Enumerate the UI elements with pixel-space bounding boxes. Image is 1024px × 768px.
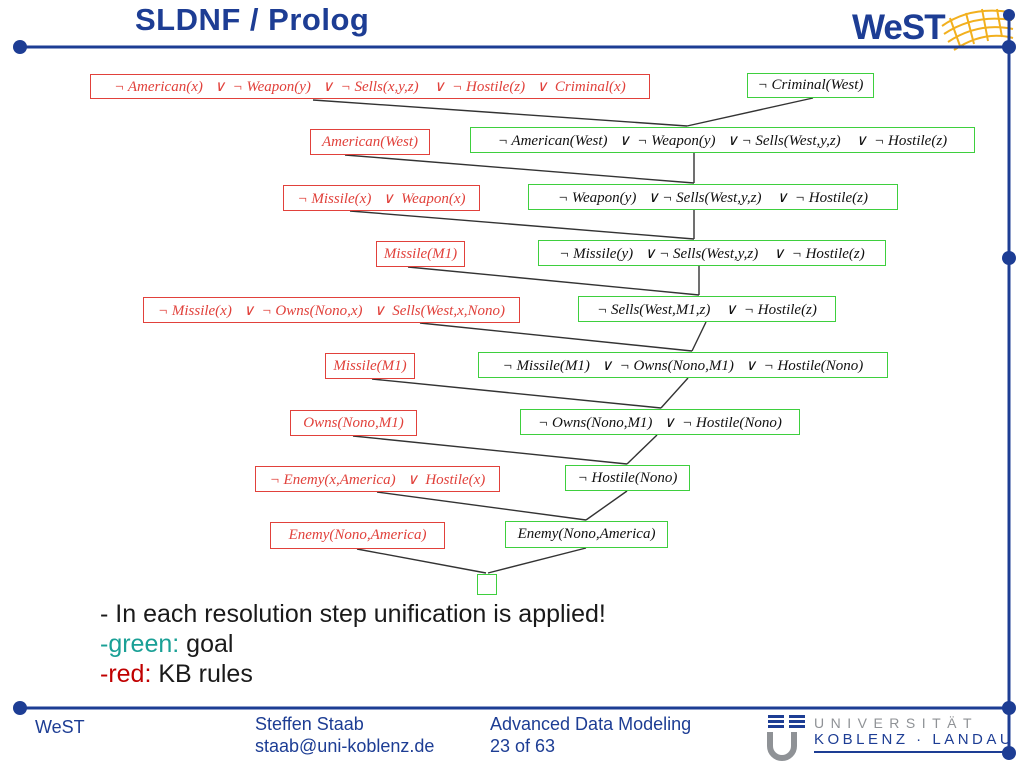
green-clause-node: ¬ Owns(Nono,M1) ∨ ¬ Hostile(Nono) (520, 409, 800, 435)
footer-email: staab@uni-koblenz.de (255, 736, 435, 756)
green-clause-node: ¬ Weapon(y) ∨ ¬ Sells(West,y,z) ∨ ¬ Host… (528, 184, 898, 210)
note-unification: - In each resolution step unification is… (100, 600, 606, 628)
note-red-label: -red: (100, 660, 152, 688)
footer-page-number: 23 of 63 (490, 736, 556, 756)
footer-west: WeST (35, 717, 85, 737)
footer: WeST Steffen Staab staab@uni-koblenz.de … (0, 710, 1024, 768)
university-logo: UNIVERSITÄT KOBLENZ · LANDAU (762, 712, 1015, 764)
page-title: SLDNF / Prolog (135, 2, 370, 37)
red-clause-node: ¬ Missile(x) ∨ ¬ Owns(Nono,x) ∨ Sells(We… (143, 297, 520, 323)
note-green-legend: -green: goal (100, 629, 606, 659)
empty-clause-node (477, 574, 497, 595)
university-name: UNIVERSITÄT KOBLENZ · LANDAU (814, 715, 1015, 753)
green-clause-node: ¬ Criminal(West) (747, 73, 874, 98)
red-clause-node: American(West) (310, 129, 430, 155)
note-green-label: -green: (100, 630, 180, 658)
note-red-legend: -red: KB rules (100, 659, 606, 689)
university-u-icon (767, 715, 805, 761)
note-red-text: KB rules (151, 660, 253, 688)
red-clause-node: ¬ Missile(x) ∨ Weapon(x) (283, 185, 480, 211)
green-clause-node: ¬ American(West) ∨ ¬ Weapon(y) ∨ ¬ Sells… (470, 127, 975, 153)
note-green-text: goal (179, 630, 234, 658)
green-clause-node: ¬ Hostile(Nono) (565, 465, 690, 491)
red-clause-node: Missile(M1) (325, 353, 415, 379)
west-logo-text: WeST (852, 8, 946, 47)
red-clause-node: Enemy(Nono,America) (270, 522, 445, 549)
red-clause-node: Owns(Nono,M1) (290, 410, 417, 436)
red-clause-node: ¬ Enemy(x,America) ∨ Hostile(x) (255, 466, 500, 492)
west-logo: WeST (852, 4, 1014, 52)
red-clause-node: Missile(M1) (376, 241, 465, 267)
green-clause-node: ¬ Sells(West,M1,z) ∨ ¬ Hostile(z) (578, 296, 836, 322)
footer-author: Steffen Staab (255, 714, 364, 734)
university-name-line2: KOBLENZ · LANDAU (814, 731, 1015, 748)
notes: - In each resolution step unification is… (100, 599, 606, 689)
university-name-line1: UNIVERSITÄT (814, 715, 979, 731)
green-clause-node: Enemy(Nono,America) (505, 521, 668, 548)
green-clause-node: ¬ Missile(y) ∨ ¬ Sells(West,y,z) ∨ ¬ Hos… (538, 240, 886, 266)
red-clause-node: ¬ American(x) ∨ ¬ Weapon(y) ∨ ¬ Sells(x,… (90, 74, 650, 99)
green-clause-node: ¬ Missile(M1) ∨ ¬ Owns(Nono,M1) ∨ ¬ Host… (478, 352, 888, 378)
footer-course: Advanced Data Modeling (490, 714, 692, 734)
